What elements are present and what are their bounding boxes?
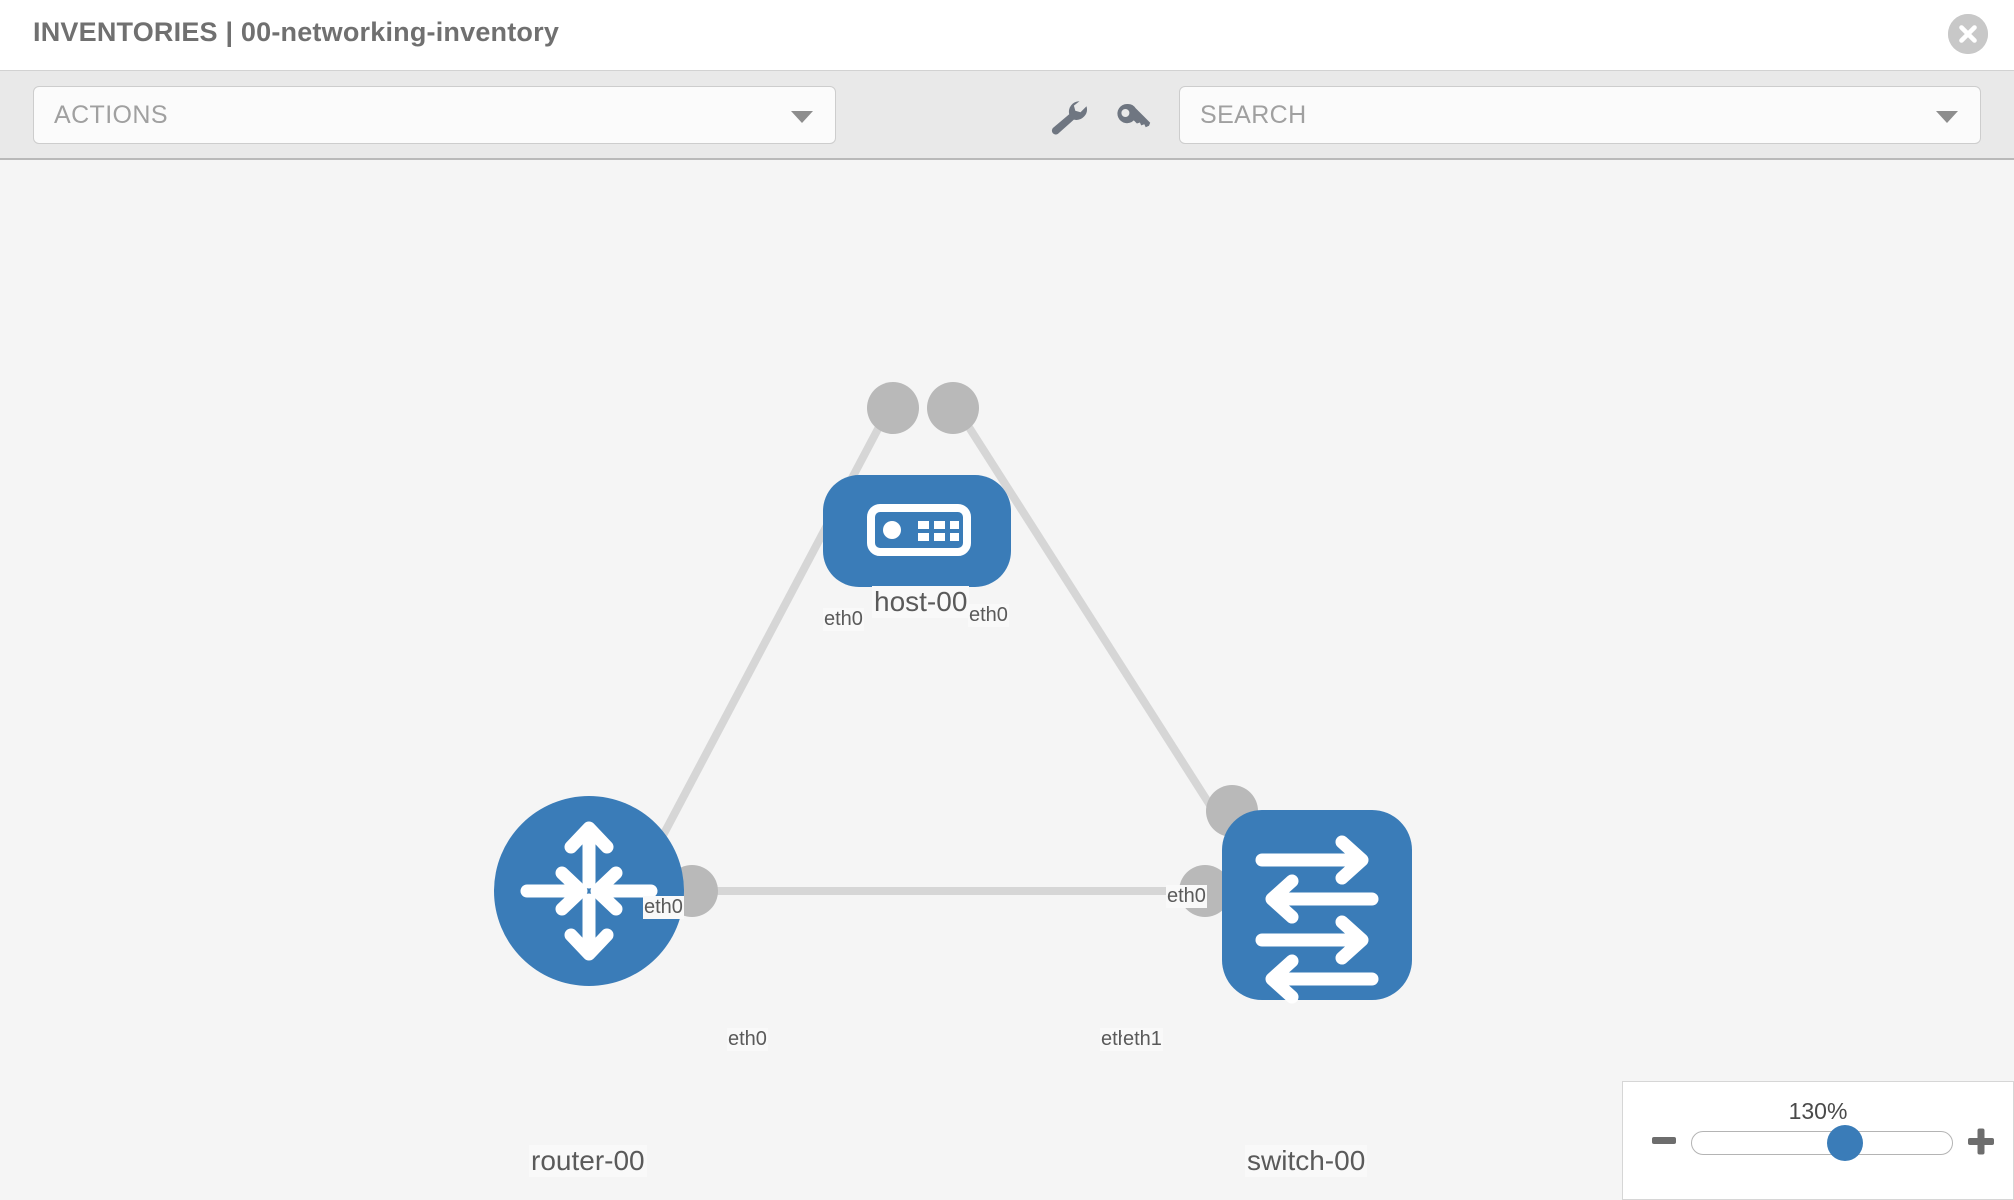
iface-label-host-left: eth0: [823, 608, 864, 631]
key-icon[interactable]: [1113, 98, 1155, 136]
node-label-router-00: router-00: [529, 1145, 647, 1177]
page-header: INVENTORIES | 00-networking-inventory: [0, 0, 2014, 70]
node-label-switch-00: switch-00: [1245, 1145, 1368, 1177]
close-icon[interactable]: [1948, 14, 1988, 54]
search-placeholder: SEARCH: [1200, 101, 1307, 129]
wrench-icon[interactable]: [1046, 98, 1088, 136]
node-label-host-00: host-00: [872, 586, 970, 618]
link-host-switch: [954, 407, 1249, 863]
node-host-00[interactable]: [823, 475, 1011, 587]
actions-dropdown-label: ACTIONS: [54, 101, 168, 129]
topology-graph: [494, 382, 1412, 1004]
node-switch-00[interactable]: [1222, 810, 1412, 1004]
plus-icon[interactable]: [1967, 1128, 1995, 1156]
zoom-control-panel: 130%: [1622, 1081, 2014, 1200]
port-host-left: [867, 382, 919, 434]
topology-canvas[interactable]: host-00 router-00 switch-00 eth0 eth0 et…: [0, 160, 2014, 1200]
actions-dropdown[interactable]: ACTIONS: [33, 86, 836, 144]
iface-label-host-right: eth0: [968, 604, 1009, 627]
node-router-00[interactable]: [494, 796, 684, 986]
page-title: INVENTORIES | 00-networking-inventory: [33, 17, 560, 47]
minus-icon[interactable]: [1651, 1128, 1677, 1154]
router-arrows-icon: [520, 821, 658, 961]
zoom-slider-track[interactable]: [1691, 1131, 1953, 1155]
toolbar: ACTIONS SEARCH: [0, 70, 2014, 160]
search-input[interactable]: SEARCH: [1179, 86, 1981, 144]
chevron-down-icon[interactable]: [1936, 111, 1958, 123]
iface-label-switch-left-b: eth1: [1122, 1028, 1163, 1051]
iface-label-router-up: eth0: [643, 896, 684, 919]
iface-label-switch-up: eth0: [1166, 885, 1207, 908]
chevron-down-icon: [791, 111, 813, 123]
port-host-right: [927, 382, 979, 434]
switch-arrows-icon: [1255, 835, 1379, 1004]
iface-label-router-right: eth0: [727, 1028, 768, 1051]
server-icon: [867, 504, 971, 556]
topology-ports: [666, 382, 1258, 917]
zoom-slider-thumb[interactable]: [1826, 1125, 1863, 1161]
zoom-level-label: 130%: [1788, 1098, 1848, 1124]
